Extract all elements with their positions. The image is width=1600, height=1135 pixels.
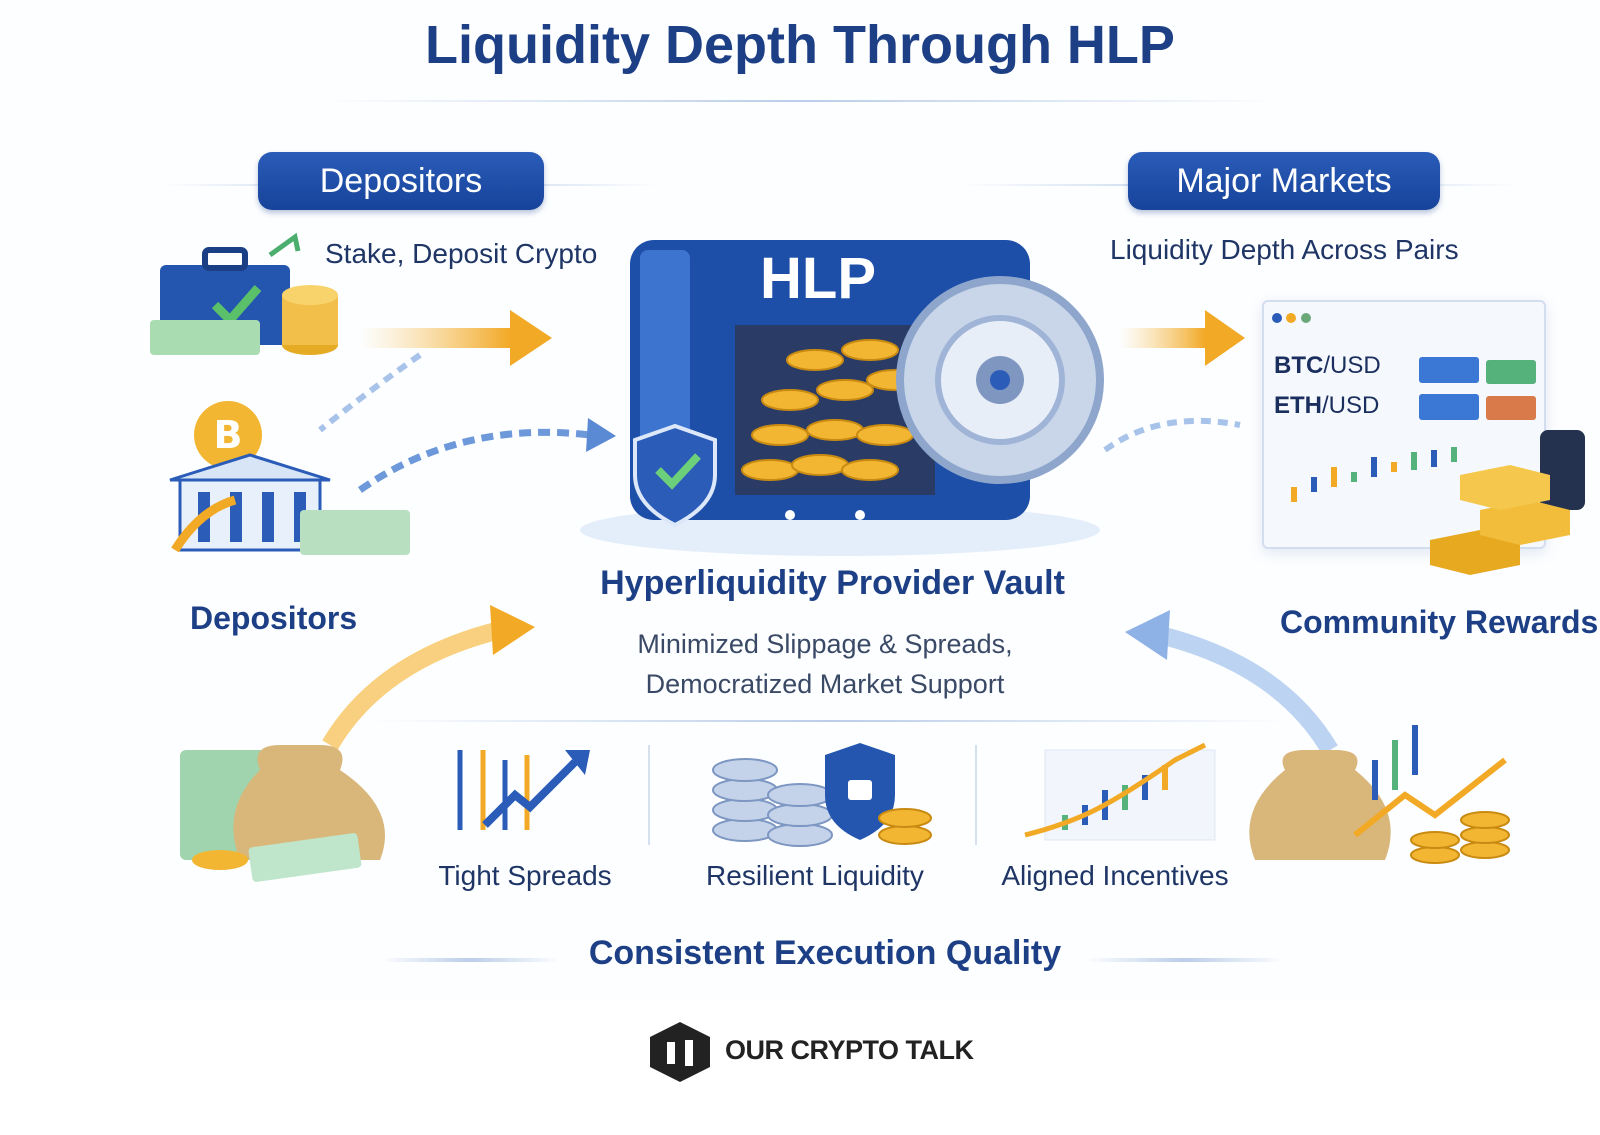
feature-divider xyxy=(648,745,650,845)
brand-bar xyxy=(0,1000,1600,1135)
market-panel: BTC/USD ETH/USD xyxy=(1262,300,1546,549)
coins-shield-icon xyxy=(712,743,932,847)
title-divider xyxy=(320,100,1280,102)
description-line-1: Minimized Slippage & Spreads, xyxy=(637,629,1013,659)
arrow-right-icon xyxy=(1120,310,1245,366)
svg-text:B: B xyxy=(214,413,243,457)
pair-eth-usd[interactable]: ETH/USD xyxy=(1274,392,1380,419)
vault-heading: Hyperliquidity Provider Vault xyxy=(600,564,1065,602)
depositors-subtitle: Stake, Deposit Crypto xyxy=(325,238,598,269)
feature-aligned-incentives: Aligned Incentives xyxy=(1001,860,1229,891)
description-line-2: Democratized Market Support xyxy=(645,669,1005,699)
curved-arrow-back-icon xyxy=(1125,610,1338,755)
hlp-vault-illustration xyxy=(580,240,1104,556)
depositors-label: Depositors xyxy=(190,600,358,636)
pair-btc-usd[interactable]: BTC/USD xyxy=(1274,352,1381,379)
candlestick-icon xyxy=(1024,742,1216,841)
feature-resilient-liquidity: Resilient Liquidity xyxy=(706,860,924,891)
vault-description: Minimized Slippage & Spreads, Democratiz… xyxy=(560,624,1090,704)
major-markets-pill: Major Markets xyxy=(1128,152,1440,210)
candlestick-chart-icon xyxy=(1291,447,1457,502)
page-title: Liquidity Depth Through HLP xyxy=(425,15,1175,75)
footer-tagline: Consistent Execution Quality xyxy=(588,934,1062,972)
gold-bars-icon xyxy=(1430,430,1585,575)
arrow-right-icon xyxy=(360,310,552,366)
bank-bitcoin-icon: B xyxy=(169,401,410,555)
dashed-flow-arrows xyxy=(318,352,616,493)
feature-divider xyxy=(975,745,977,845)
chart-up-icon xyxy=(457,750,590,830)
window-dots xyxy=(1272,310,1311,328)
bottom-divider xyxy=(370,720,1290,722)
curved-arrow-up-icon xyxy=(322,605,535,750)
vault-label: HLP xyxy=(760,246,876,311)
brand-name: OUR CRYPTO TALK xyxy=(725,1035,974,1065)
eth-buy-button[interactable] xyxy=(1419,394,1479,420)
depositors-pill: Depositors xyxy=(258,152,544,210)
major-markets-subtitle: Liquidity Depth Across Pairs xyxy=(1110,234,1459,265)
feature-tight-spreads: Tight Spreads xyxy=(438,860,612,891)
our-crypto-talk-logo xyxy=(650,1022,710,1082)
footer-rule-left xyxy=(380,958,560,962)
briefcase-coins-icon xyxy=(150,232,338,355)
money-bag-cash-icon xyxy=(180,745,385,882)
btc-sell-button[interactable] xyxy=(1486,360,1536,384)
rewards-bag-coins-icon xyxy=(1249,725,1510,864)
eth-sell-button[interactable] xyxy=(1486,396,1536,420)
community-rewards-label: Community Rewards xyxy=(1280,604,1599,640)
btc-buy-button[interactable] xyxy=(1419,357,1479,383)
dashed-arrow-icon xyxy=(1103,417,1241,453)
footer-rule-right xyxy=(1085,958,1285,962)
